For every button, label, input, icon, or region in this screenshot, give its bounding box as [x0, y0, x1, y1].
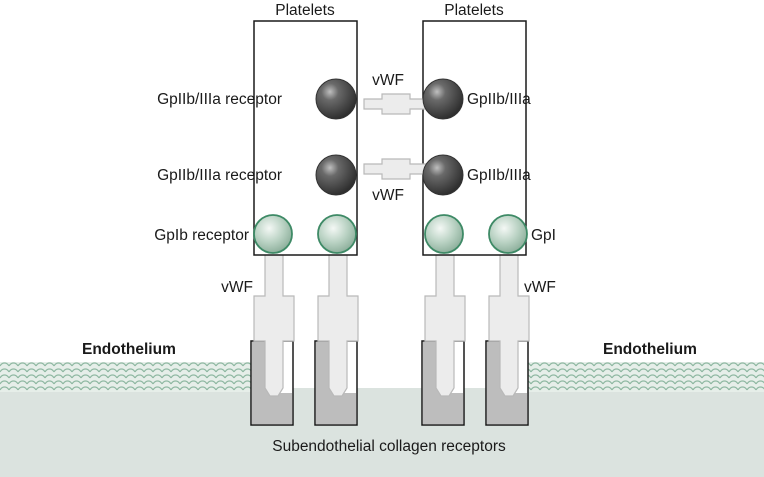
- gpiib-receptor-label: GpIIb/IIIa receptor: [157, 167, 282, 184]
- gpiib-right-label: GpIIb/IIIa: [467, 91, 531, 108]
- endothelium-left-membrane: [0, 362, 252, 392]
- subendothelial-tissue: [0, 388, 764, 477]
- gpiib-iiia-spheres: [315, 78, 464, 196]
- gpib-sphere: [317, 214, 357, 254]
- vwf-left-label: vWF: [221, 279, 253, 296]
- vwf-bridges: [363, 93, 427, 180]
- vwf-bridge-top: [363, 93, 427, 115]
- vwf-right-label: vWF: [524, 279, 556, 296]
- vwf-connector: [424, 251, 466, 397]
- platelet-left-title: Platelets: [275, 2, 335, 19]
- endothelium-right-membrane: [527, 362, 764, 392]
- gpib-receptor-label: GpIb receptor: [154, 227, 249, 244]
- gpiib-sphere: [315, 154, 357, 196]
- collagen-receptor: [250, 340, 294, 426]
- collagen-caption: Subendothelial collagen receptors: [272, 438, 506, 455]
- vwf-connector: [317, 251, 359, 397]
- gpiib-receptor-label: GpIIb/IIIa receptor: [157, 91, 282, 108]
- gpiib-right-label: GpIIb/IIIa: [467, 167, 531, 184]
- endothelium-left-label: Endothelium: [82, 341, 176, 358]
- vwf-bridge-bottom-label: vWF: [372, 187, 404, 204]
- vwf-bridge-bottom: [363, 158, 427, 180]
- gpiib-sphere: [422, 78, 464, 120]
- platelet-right-title: Platelets: [444, 2, 504, 19]
- vwf-bridge-top-label: vWF: [372, 72, 404, 89]
- gpib-sphere: [488, 214, 528, 254]
- gpiib-sphere: [315, 78, 357, 120]
- gpib-sphere: [253, 214, 293, 254]
- endothelium-right-label: Endothelium: [603, 341, 697, 358]
- gpib-spheres: [253, 214, 528, 254]
- vwf-connector: [488, 251, 530, 397]
- gpib-sphere: [424, 214, 464, 254]
- gpiib-sphere: [422, 154, 464, 196]
- vwf-connector: [253, 251, 295, 397]
- vwf-vertical-connectors: [253, 251, 530, 397]
- gpi-right-label: GpI: [531, 227, 556, 244]
